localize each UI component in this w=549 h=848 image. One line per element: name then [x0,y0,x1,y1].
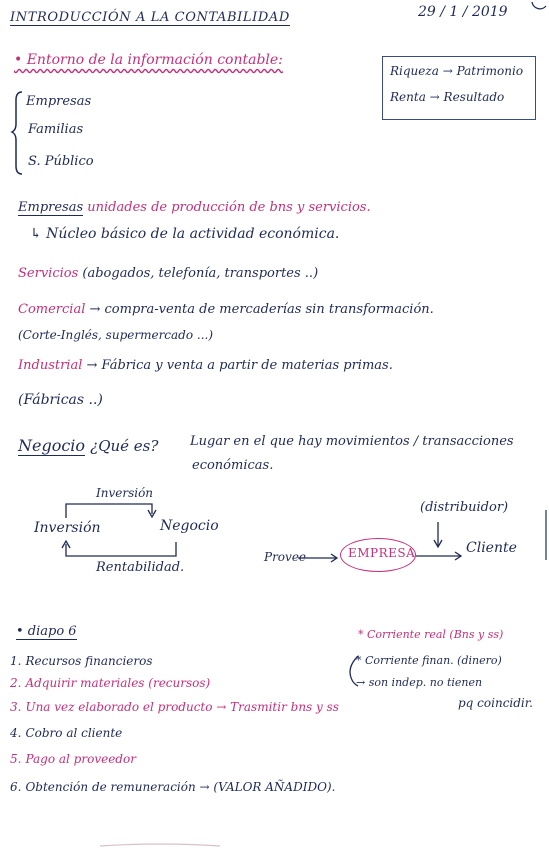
negocio-line: Negocio ¿Qué es? [18,436,159,456]
diapo-item: 1.Recursos financieros [10,654,153,668]
entorno-item-familias: Familias [28,122,84,137]
cliente-arrowhead-icon [454,551,463,561]
diapo-heading: • diapo 6 [16,624,77,640]
diagram-distribuidor: (distribuidor) [420,500,509,515]
comercial-example: (Corte-Inglés, supermercado ...) [18,328,214,342]
side-note-corriente-real: * Corriente real (Bns y ss) [358,628,504,641]
empresa-oval [340,538,416,572]
box-riqueza: Riqueza [390,64,439,78]
diapo-item-text: Una vez elaborado el producto → Trasmiti… [25,700,339,714]
diapo-item-text: Obtención de remuneración → (VALOR AÑADI… [25,780,336,794]
diapo-item-number: 5. [10,752,22,766]
side-note-independientes: → son indep. no tienen [356,676,483,689]
diapo-item-text: Pago al proveedor [25,752,136,766]
entorno-item-sector-publico: S. Público [28,154,94,169]
return-arrowhead-icon [61,539,71,549]
negocio-question: ¿Qué es? [90,437,159,455]
diapo-item-number: 1. [10,654,22,668]
diapo-item: 4.Cobro al cliente [10,726,122,740]
diapo-heading-text: • diapo 6 [16,624,77,640]
return-arrow [65,542,177,557]
empresas-definition: unidades de producción de bns y servicio… [87,200,371,215]
side-note-coincidir: pq coincidir. [458,696,533,710]
negocio-answer-2: económicas. [192,458,274,473]
box-renta: Renta [390,90,426,104]
diapo-item-text: Cobro al cliente [25,726,123,740]
diapo-item: 6.Obtención de remuneración → (VALOR AÑA… [10,780,335,794]
industrial-example: (Fábricas ..) [18,392,103,408]
negocio-term: Negocio [18,436,86,456]
diagram-provee: Provee [264,550,307,564]
empresas-sub: ↳ Núcleo básico de la actividad económic… [30,226,340,242]
diapo-item-number: 3. [10,700,22,714]
section-heading-entorno: • Entorno de la información contable: [14,52,283,68]
servicios-term: Servicios [18,266,79,281]
brace-icon [10,91,23,175]
date: 29 / 1 / 2019 [418,4,508,20]
bottom-smudge [99,843,221,847]
industrial-definition: → Fábrica y venta a partir de materias p… [86,358,393,373]
diapo-item: 2.Adquirir materiales (recursos) [10,676,210,690]
diapo-item: 3.Una vez elaborado el producto → Trasmi… [10,700,339,714]
box-line-1: Riqueza → Patrimonio [390,64,524,78]
diapo-item-text: Adquirir materiales (recursos) [25,676,211,690]
box-patrimonio: Patrimonio [456,64,524,78]
box-line-2: Renta → Resultado [390,90,505,104]
diagram-empresa: EMPRESA [348,546,416,560]
investment-arrow [65,503,153,518]
corner-circle-mark [531,1,547,10]
page-title: INTRODUCCIÓN A LA CONTABILIDAD [10,10,290,26]
diagram-inversion-label: Inversión [96,486,154,500]
entorno-item-empresas: Empresas [26,94,92,109]
industrial-line: Industrial → Fábrica y venta a partir de… [18,358,393,373]
comercial-definition: → compra-venta de mercaderías sin transf… [89,302,434,317]
distribuidor-arrowhead-icon [433,539,443,549]
diagram-cliente: Cliente [466,540,517,556]
side-note-corriente-financiera: * Corriente finan. (dinero) [356,654,502,667]
diapo-item-text: Recursos financieros [25,654,153,668]
negocio-answer-1: Lugar en el que hay movimientos / transa… [190,434,514,449]
investment-arrowhead-icon [147,509,157,519]
diapo-item-number: 2. [10,676,22,690]
empresas-term: Empresas [18,200,84,216]
side-bracket-icon [349,655,359,687]
diagram-negocio-node: Negocio [160,518,219,534]
servicios-line: Servicios (abogados, telefonía, transpor… [18,266,318,281]
diagram-rentabilidad-label: Rentabilidad. [96,560,185,575]
riqueza-renta-box [382,56,536,120]
industrial-term: Industrial [18,358,83,373]
empresas-line: Empresas unidades de producción de bns y… [18,200,371,216]
diapo-item-number: 4. [10,726,22,740]
diagram-inversion-node: Inversión [34,520,101,536]
diapo-item-number: 6. [10,780,22,794]
box-resultado: Resultado [443,90,505,104]
servicios-examples: (abogados, telefonía, transportes ..) [82,266,319,281]
provee-arrowhead-icon [330,553,339,563]
comercial-line: Comercial → compra-venta de mercaderías … [18,302,434,317]
diapo-item: 5.Pago al proveedor [10,752,136,766]
comercial-term: Comercial [18,302,86,317]
